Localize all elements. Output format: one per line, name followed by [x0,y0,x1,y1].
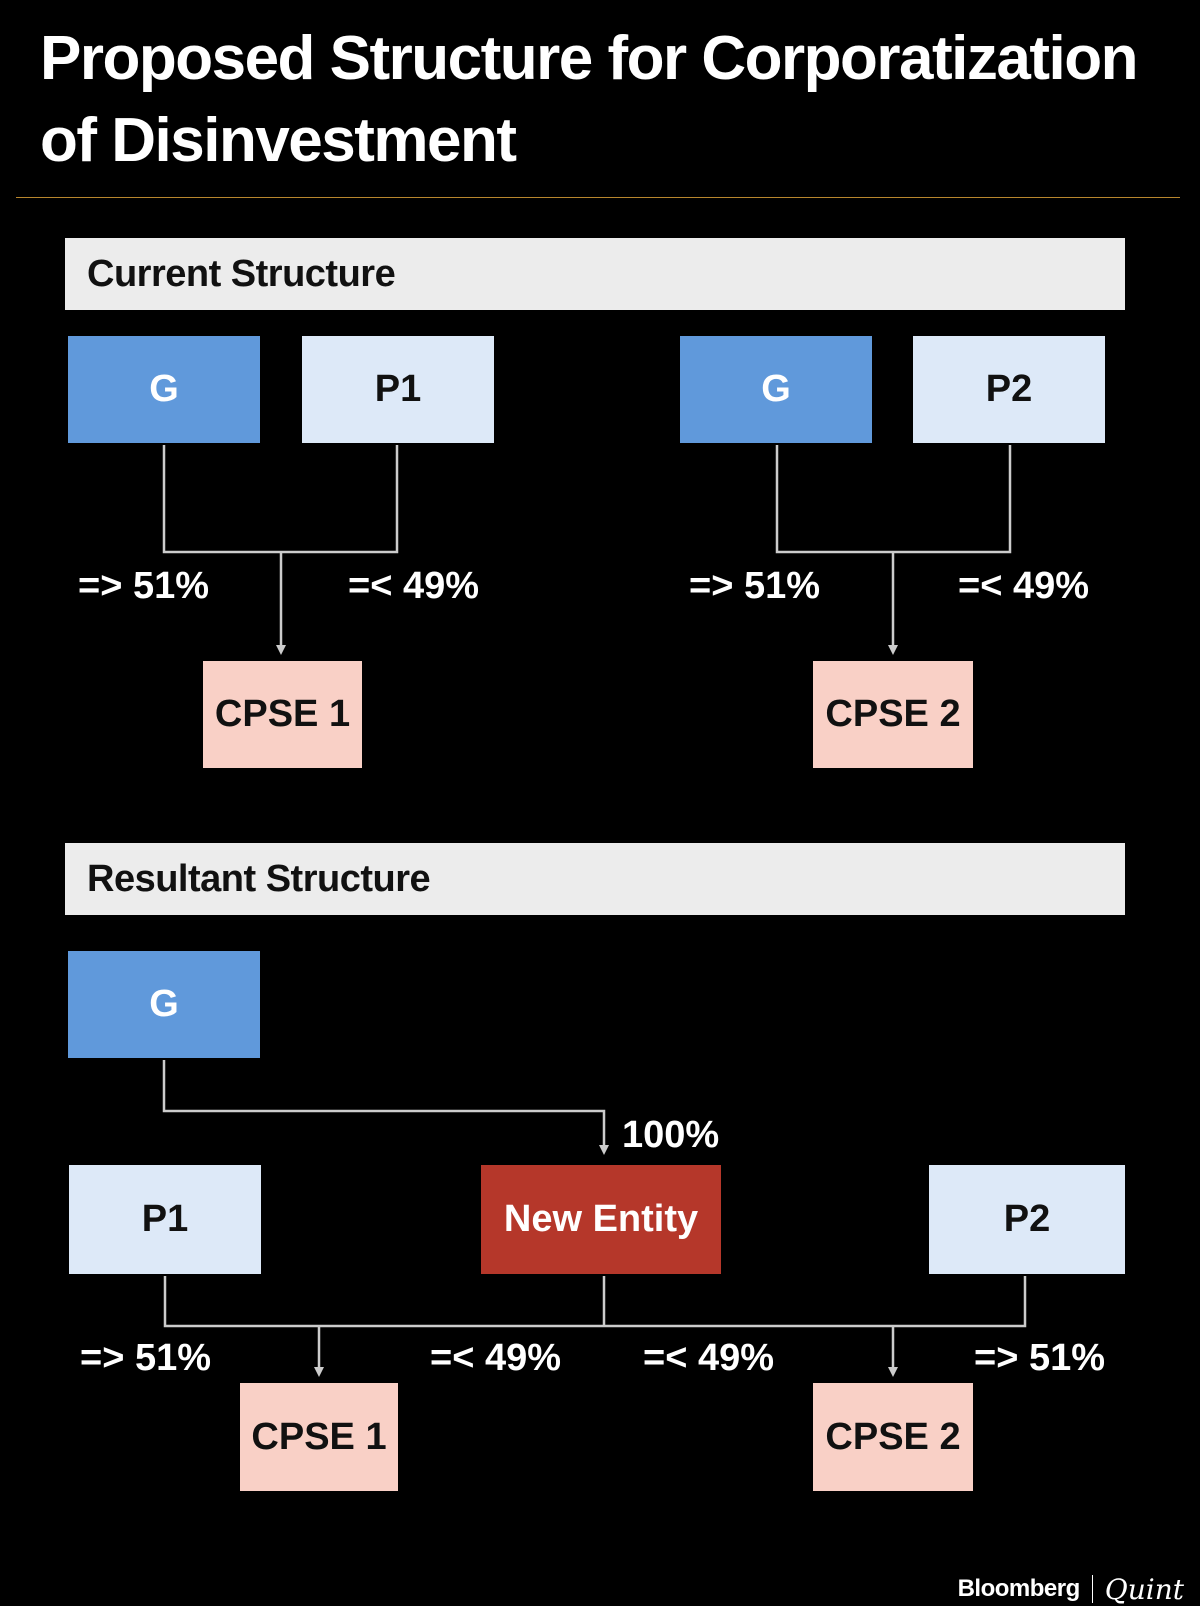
current-right-government-share: => 51% [689,565,820,607]
brand-logo: Bloomberg Quint [957,1572,1184,1606]
resultant-cpse2-box: CPSE 2 [813,1383,973,1491]
brand-separator [1091,1575,1093,1603]
connector-current-right [775,445,1012,554]
resultant-promoter2-box: P2 [929,1165,1125,1274]
current-right-promoter-box: P2 [913,336,1105,443]
current-left-promoter-box: P1 [302,336,494,443]
connector-current-left [162,445,399,554]
current-right-government-box: G [680,336,872,443]
current-left-promoter-share: =< 49% [348,565,479,607]
connector-resultant-bus [163,1276,1027,1328]
resultant-promoter2-share: => 51% [974,1337,1105,1379]
section-heading-current: Current Structure [65,238,1125,310]
section-heading-resultant: Resultant Structure [65,843,1125,915]
current-cpse2-box: CPSE 2 [813,661,973,768]
current-right-promoter-share: =< 49% [958,565,1089,607]
current-left-government-box: G [68,336,260,443]
resultant-government-box: G [68,951,260,1058]
current-cpse1-box: CPSE 1 [203,661,362,768]
connector-g-new-entity [162,1060,609,1155]
resultant-promoter1-share: => 51% [80,1337,211,1379]
resultant-new-entity-cpse2-share: =< 49% [643,1337,774,1379]
resultant-government-share: 100% [622,1114,720,1156]
resultant-new-entity-box: New Entity [481,1165,721,1274]
page-title: Proposed Structure for Corporatization o… [40,24,1138,175]
brand-primary: Bloomberg [957,1575,1081,1602]
resultant-cpse1-box: CPSE 1 [240,1383,398,1491]
resultant-new-entity-cpse1-share: =< 49% [430,1337,561,1379]
current-left-government-share: => 51% [78,565,209,607]
title-divider [16,197,1180,198]
resultant-promoter1-box: P1 [69,1165,261,1274]
brand-secondary: Quint [1104,1572,1184,1606]
